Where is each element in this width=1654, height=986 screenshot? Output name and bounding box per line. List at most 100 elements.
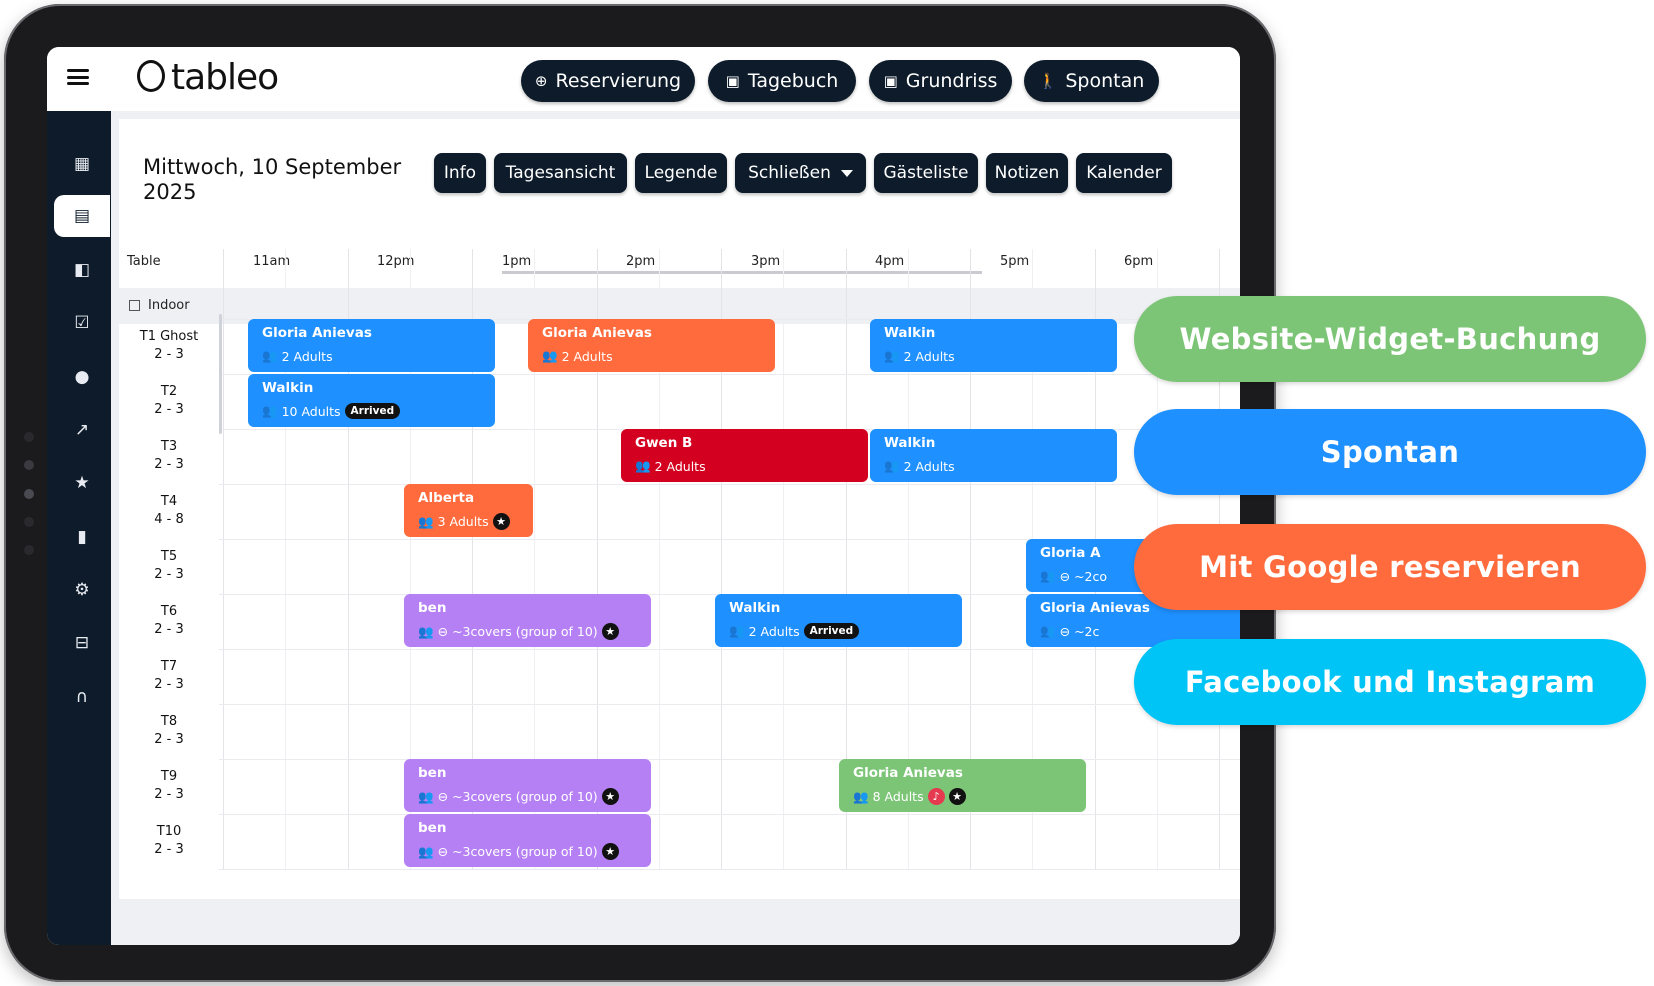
- user-icon[interactable]: ●: [74, 367, 90, 387]
- gridline: [534, 249, 536, 869]
- checkbox-icon[interactable]: ☑: [74, 313, 90, 333]
- schliessen-label: Schließen: [748, 163, 831, 183]
- star-icon: ★: [601, 623, 619, 640]
- star-icon[interactable]: ★: [74, 473, 90, 493]
- link-icon: ⊖: [1059, 623, 1071, 639]
- grundriss-button[interactable]: ▣Grundriss: [869, 60, 1012, 102]
- table-scrollbar[interactable]: [219, 314, 222, 434]
- sidebar: ▦ ▤ ◧ ☑ ● ↗ ★ ▮ ⚙ ⊟ ∩: [47, 111, 111, 945]
- tablet-frame: tableo ⊕Reservierung ▣Tagebuch ▣Grundris…: [4, 4, 1276, 982]
- schliessen-dropdown[interactable]: Schließen: [735, 153, 866, 193]
- spontan-button[interactable]: 🚶Spontan: [1024, 60, 1159, 102]
- gaesteliste-button[interactable]: Gästeliste: [874, 153, 978, 193]
- legende-button[interactable]: Legende: [635, 153, 727, 193]
- reservation-block[interactable]: ben 👥⊖~3covers (group of 10)★: [404, 594, 651, 647]
- camera-dot: [24, 432, 34, 442]
- main-area: Mittwoch, 10 September 2025 Info Tagesan…: [111, 111, 1240, 945]
- group-icon: 👥: [262, 348, 278, 363]
- chart-icon[interactable]: ↗: [74, 420, 90, 440]
- app-logo: tableo: [137, 57, 279, 98]
- schedule-card: Mittwoch, 10 September 2025 Info Tagesan…: [119, 119, 1240, 899]
- badge-google: Mit Google reservieren: [1134, 524, 1646, 610]
- link-icon: ⊖: [437, 624, 449, 639]
- reservation-block[interactable]: ben 👥⊖~3covers (group of 10)★: [404, 814, 651, 867]
- tagesansicht-button[interactable]: Tagesansicht: [494, 153, 627, 193]
- reservation-block[interactable]: Gloria Anievas 👥2 Adults: [248, 319, 495, 372]
- headset-icon[interactable]: ∩: [75, 687, 89, 707]
- kalender-button[interactable]: Kalender: [1076, 153, 1172, 193]
- time-label: 3pm: [751, 254, 781, 269]
- phone-icon[interactable]: ▮: [77, 527, 87, 547]
- reservation-block[interactable]: ben 👥⊖~3covers (group of 10)★: [404, 759, 651, 812]
- badge-website-widget: Website-Widget-Buchung: [1134, 296, 1646, 382]
- group-icon: 👥: [262, 403, 278, 418]
- reservierung-button[interactable]: ⊕Reservierung: [521, 60, 695, 102]
- row-divider: [219, 649, 1240, 650]
- reservation-block[interactable]: Gwen B 👥2 Adults: [621, 429, 868, 482]
- dashboard-icon[interactable]: ▦: [73, 154, 91, 174]
- section-row: [119, 288, 1240, 324]
- group-icon: 👥: [884, 348, 900, 363]
- gift-icon[interactable]: ⊟: [74, 633, 90, 653]
- row-divider: [219, 374, 1240, 375]
- current-time-range-bar: [502, 271, 982, 274]
- status-badge: Arrived: [344, 403, 401, 419]
- group-icon: 👥: [418, 513, 434, 529]
- gear-icon[interactable]: ⚙: [74, 580, 90, 600]
- calendar-icon: ▣: [883, 72, 898, 90]
- calendar-icon[interactable]: ▤: [54, 195, 110, 237]
- group-icon: 👥: [853, 788, 869, 804]
- reservation-block[interactable]: Gloria Anievas 👥2 Adults: [528, 319, 775, 372]
- reservation-block[interactable]: Alberta 👥3 Adults★: [404, 484, 533, 537]
- reservation-block[interactable]: Walkin 👥2 Adults: [870, 319, 1117, 372]
- group-icon: 👥: [418, 843, 434, 859]
- group-icon: 👥: [418, 788, 434, 804]
- group-icon: 👥: [542, 348, 558, 363]
- gridline: [658, 249, 660, 869]
- calendar-icon: ▣: [725, 72, 740, 90]
- reservation-block[interactable]: Walkin 👥2 Adults: [870, 429, 1117, 482]
- gridline: [907, 249, 909, 869]
- group-icon: 👥: [729, 623, 745, 638]
- time-label: 4pm: [875, 254, 905, 269]
- gridline: [285, 249, 287, 869]
- gridline: [223, 249, 224, 869]
- time-label: 12pm: [377, 254, 415, 269]
- time-label: 1pm: [502, 254, 532, 269]
- hamburger-menu-icon[interactable]: [67, 69, 89, 85]
- row-divider: [219, 759, 1240, 760]
- tagebuch-button[interactable]: ▣Tagebuch: [708, 60, 856, 102]
- link-icon: ⊖: [437, 844, 449, 859]
- link-icon: ⊖: [1059, 568, 1071, 584]
- notizen-button[interactable]: Notizen: [986, 153, 1068, 193]
- gridline: [347, 249, 349, 869]
- camera-dot: [24, 545, 34, 555]
- section-toggle[interactable]: Indoor: [129, 298, 190, 313]
- floorplan-icon[interactable]: ◧: [73, 260, 91, 280]
- time-label: 5pm: [1000, 254, 1030, 269]
- gridline: [472, 249, 473, 869]
- group-icon: 👥: [1040, 568, 1056, 583]
- star-icon: ★: [601, 843, 619, 860]
- reservation-block[interactable]: Gloria Anievas 👥8 Adults♪★: [839, 759, 1086, 812]
- camera-lens: [24, 489, 34, 499]
- table-column-header: Table: [127, 254, 161, 269]
- info-button[interactable]: Info: [434, 153, 486, 193]
- camera-dot: [24, 460, 34, 470]
- star-icon: ★: [601, 788, 619, 805]
- gridline: [596, 249, 598, 869]
- link-icon: ⊖: [437, 789, 449, 804]
- chevron-down-icon: [840, 169, 853, 177]
